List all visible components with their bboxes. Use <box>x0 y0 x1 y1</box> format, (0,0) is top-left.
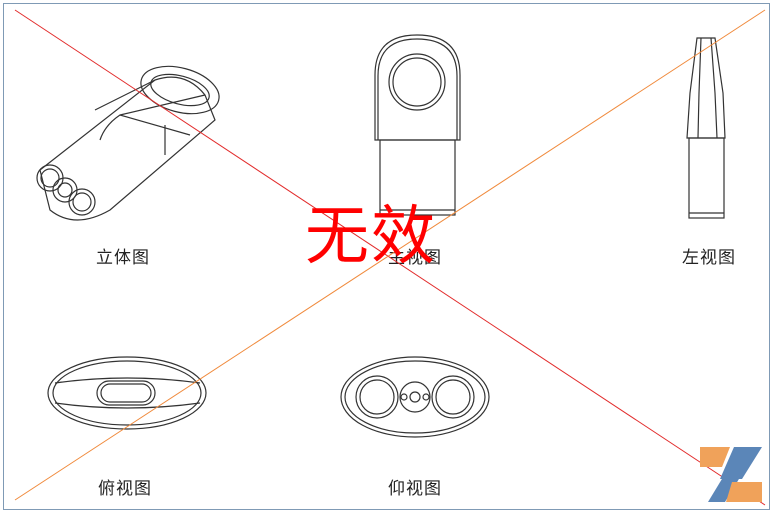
left-view-drawing <box>686 37 726 219</box>
front-view-caption: 主视图 <box>388 248 442 268</box>
invalid-stamp: 无效 <box>305 200 437 274</box>
red-cross-line <box>14 9 766 506</box>
perspective-view-drawing <box>36 65 220 221</box>
bottom-view-caption: 仰视图 <box>388 479 442 499</box>
top-view-drawing <box>47 356 207 430</box>
perspective-view-caption: 立体图 <box>96 248 150 268</box>
orange-cross-line <box>14 9 766 501</box>
left-view-caption: 左视图 <box>682 248 736 268</box>
bottom-view-drawing <box>340 356 490 438</box>
front-view-drawing <box>374 34 461 216</box>
z-logo-icon <box>700 447 762 502</box>
top-view-caption: 俯视图 <box>98 479 152 499</box>
